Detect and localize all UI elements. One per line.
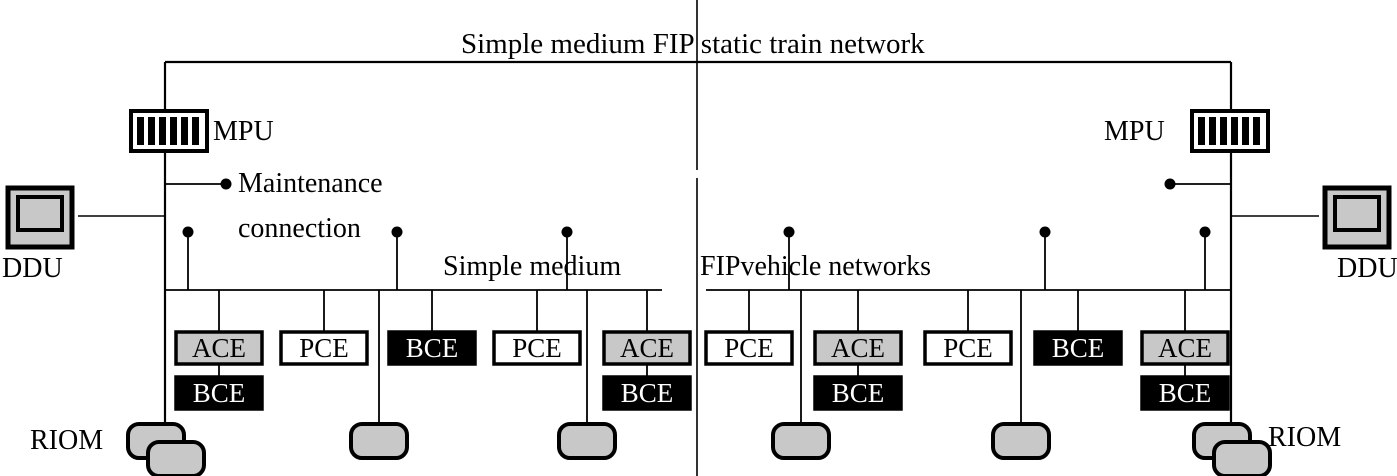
mpu-left-icon	[129, 109, 209, 153]
mpu-right-icon	[1190, 109, 1270, 153]
sub-node-label: BCE	[193, 378, 246, 408]
node-label: PCE	[299, 333, 349, 363]
riom-device[interactable]	[991, 290, 1051, 460]
riom-box	[557, 422, 617, 460]
network-nodes-layer: ACE BCE PCE BCE PCE ACE BCE PCE ACE BCE PCE BCE ACE B…	[174, 290, 1230, 411]
diagram-title: Simple medium FIP static train network	[461, 28, 925, 60]
sub-node-box	[602, 375, 692, 411]
node-label: ACE	[620, 333, 674, 363]
node-label: BCE	[1052, 333, 1105, 363]
node-label: ACE	[831, 333, 885, 363]
node-bce[interactable]: BCE	[1033, 290, 1123, 366]
sub-node-box	[174, 375, 264, 411]
riom-device[interactable]	[126, 290, 206, 476]
riom-right-label: RIOM	[1268, 422, 1342, 453]
maintenance-node-right	[1164, 178, 1176, 190]
node-pce[interactable]: PCE	[492, 290, 582, 366]
node-label: PCE	[943, 333, 993, 363]
node-pce[interactable]: PCE	[923, 290, 1013, 366]
maintenance-node-left	[220, 178, 232, 190]
node-ace[interactable]: ACE BCE	[1140, 290, 1230, 411]
riom-box	[771, 422, 831, 460]
node-label: BCE	[406, 333, 459, 363]
node-ace[interactable]: ACE BCE	[174, 290, 264, 411]
riom-device[interactable]	[1192, 290, 1272, 476]
mpu-right-label: MPU	[1104, 116, 1165, 147]
node-pce[interactable]: PCE	[279, 290, 369, 366]
node-label: PCE	[512, 333, 562, 363]
node-label: ACE	[192, 333, 246, 363]
node-label: ACE	[1158, 333, 1212, 363]
sub-node-label: BCE	[621, 378, 674, 408]
node-ace[interactable]: ACE BCE	[602, 290, 692, 411]
ddu-left-icon	[5, 185, 75, 250]
node-bce[interactable]: BCE	[387, 290, 477, 366]
node-label: PCE	[724, 333, 774, 363]
node-ace[interactable]: ACE BCE	[813, 290, 903, 411]
sub-node-box	[813, 375, 903, 411]
vehicle-bus-right-label: FIPvehicle networks	[700, 251, 931, 282]
riom-layer	[126, 290, 1272, 476]
riom-device[interactable]	[557, 290, 617, 460]
riom-left-label: RIOM	[30, 425, 104, 456]
node-box	[1033, 330, 1123, 366]
ddu-right-label: DDU	[1337, 253, 1397, 284]
node-box	[492, 330, 582, 366]
maintenance-label-line1: Maintenance	[238, 168, 383, 199]
node-box	[279, 330, 369, 366]
node-box	[704, 330, 794, 366]
bus-tap-nodes	[182, 226, 1211, 290]
riom-box	[349, 422, 409, 460]
sub-node-label: BCE	[1159, 378, 1212, 408]
node-pce[interactable]: PCE	[704, 290, 794, 366]
node-box	[923, 330, 1013, 366]
riom-box-front	[146, 440, 206, 476]
mpu-left-label: MPU	[213, 116, 274, 147]
ddu-left-label: DDU	[2, 253, 63, 284]
node-box	[602, 330, 692, 366]
vehicle-bus-left-label: Simple medium	[443, 251, 622, 282]
riom-box-front	[1212, 440, 1272, 476]
sub-node-box	[1140, 375, 1230, 411]
node-box	[387, 330, 477, 366]
maintenance-label-line2: connection	[238, 213, 361, 244]
ddu-right-icon	[1322, 185, 1392, 250]
sub-node-label: BCE	[832, 378, 885, 408]
riom-device[interactable]	[771, 290, 831, 460]
riom-box	[991, 422, 1051, 460]
riom-device[interactable]	[349, 290, 409, 460]
